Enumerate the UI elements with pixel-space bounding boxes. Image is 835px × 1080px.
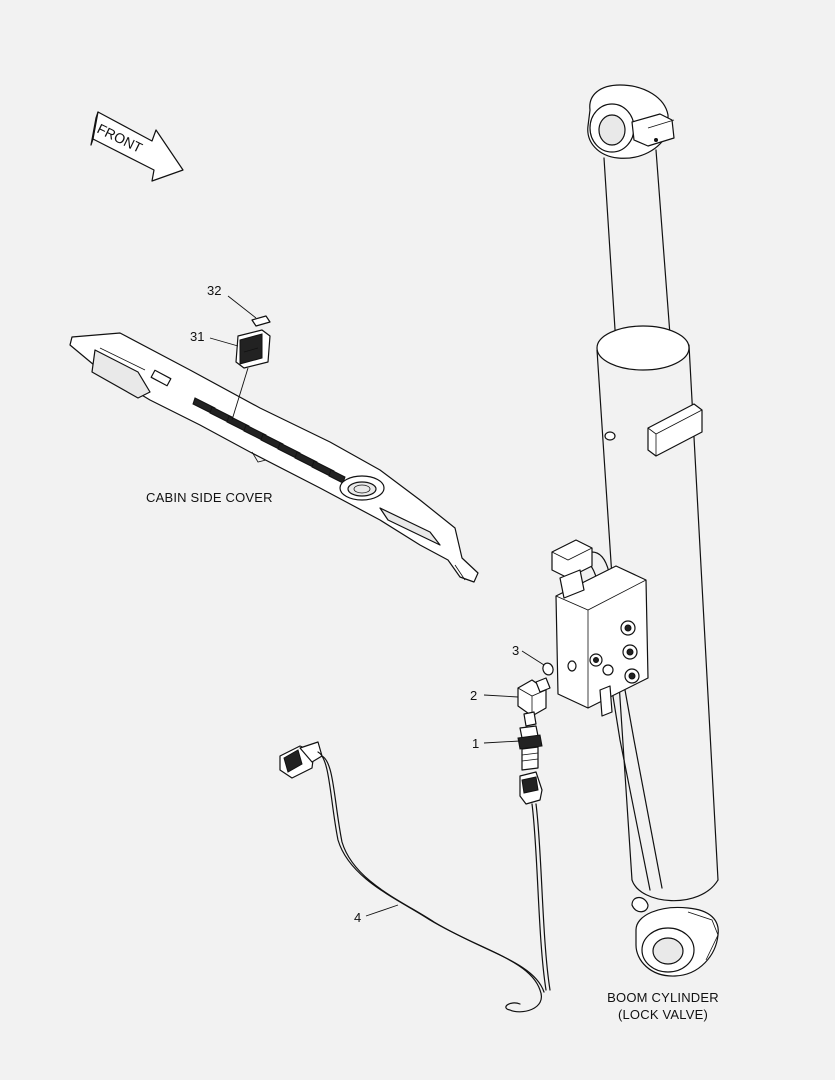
lock-valve	[551, 539, 649, 717]
callout-4: 4	[354, 910, 362, 925]
part-2-elbow-adapter	[517, 677, 551, 727]
boom-cylinder	[579, 84, 719, 977]
part-1-pressure-switch	[517, 725, 543, 771]
callout-3: 3	[512, 643, 520, 658]
front-arrow: FRONT	[90, 111, 184, 182]
caption-boom-cylinder: BOOM CYLINDER	[607, 990, 719, 1005]
part-4-harness	[279, 741, 551, 1013]
callout-1: 1	[472, 736, 480, 751]
part-3-o-ring	[542, 662, 554, 676]
callout-2: 2	[470, 688, 478, 703]
leader-lines	[209, 295, 545, 917]
valve-bolts	[589, 620, 640, 684]
callout-32: 32	[207, 283, 222, 298]
callout-31: 31	[190, 329, 205, 344]
caption-cabin-side-cover: CABIN SIDE COVER	[146, 490, 273, 505]
part-31-switch	[231, 329, 271, 421]
cabin-side-cover	[69, 332, 479, 583]
caption-lock-valve: (LOCK VALVE)	[617, 1007, 709, 1022]
part-32-plate	[251, 315, 271, 327]
